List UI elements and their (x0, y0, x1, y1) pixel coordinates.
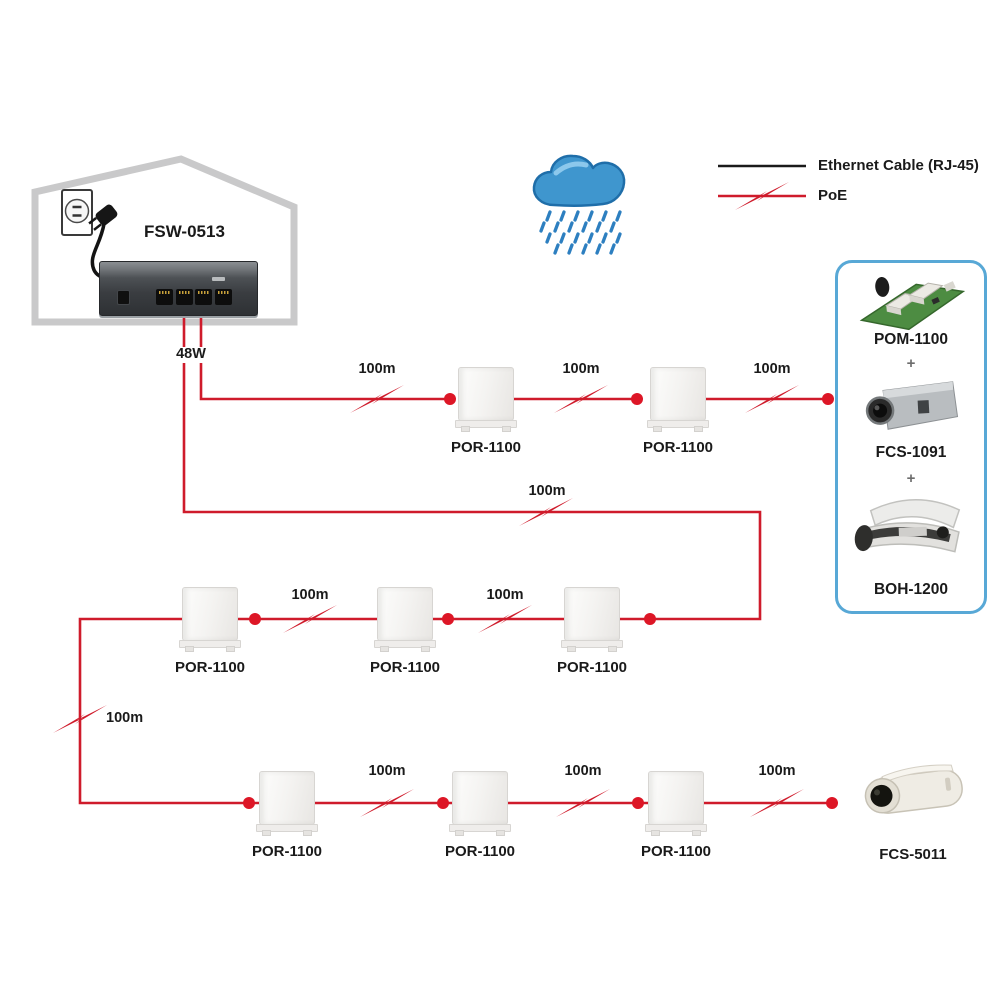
por-1100-image (458, 367, 514, 421)
connection-dot (826, 797, 838, 809)
poe-run-row1-a (199, 312, 452, 401)
poe-cables (78, 312, 832, 805)
connection-dot (631, 393, 643, 405)
legend-ethernet-label: Ethernet Cable (RJ-45) (818, 157, 979, 174)
por-1100-image (648, 771, 704, 825)
por-1100-image (377, 587, 433, 641)
distance-label: 100m (365, 763, 409, 780)
device-por-1100: POR-1100 (360, 587, 450, 677)
camera-kit-box: POM-1100 + FCS-1091 + BOH- (835, 260, 987, 614)
distance-label: 100m (561, 763, 605, 780)
device-fcs-5011: FCS-5011 (851, 758, 975, 864)
connection-dot (442, 613, 454, 625)
device-por-1100: POR-1100 (631, 771, 721, 861)
fcs-1091-image (865, 381, 959, 430)
distance-label: 100m (525, 483, 569, 500)
ethernet-port (214, 289, 232, 305)
device-por-1100: POR-1100 (633, 367, 723, 457)
device-label: POR-1100 (450, 439, 522, 456)
power-jack (117, 290, 130, 305)
kit-item-label: BOH-1200 (873, 581, 949, 598)
por-1100-image (564, 587, 620, 641)
connection-dot (822, 393, 834, 405)
distance-label: 100m (483, 587, 527, 604)
fcs-5011-image (864, 764, 963, 814)
device-label: POR-1100 (640, 843, 712, 860)
poe-switch-image (99, 261, 258, 316)
ethernet-port (175, 289, 193, 305)
ethernet-port (195, 289, 212, 305)
device-label: POR-1100 (369, 659, 441, 676)
kit-item-label: POM-1100 (873, 331, 949, 348)
distance-label: 100m (288, 587, 332, 604)
rain-drops (539, 210, 622, 255)
distance-label: 100m (755, 763, 799, 780)
poe-run-long (182, 312, 762, 621)
device-label: POR-1100 (642, 439, 714, 456)
distance-label: 100m (559, 361, 603, 378)
device-label: FCS-5011 (879, 846, 947, 863)
device-por-1100: POR-1100 (242, 771, 332, 861)
legend-poe-label: PoE (818, 187, 848, 204)
kit-item-label: FCS-1091 (875, 444, 947, 461)
connection-dot (644, 613, 656, 625)
poe-run-down-left (78, 617, 260, 805)
switch-model-label: FSW-0513 (144, 222, 225, 241)
por-1100-image (650, 367, 706, 421)
device-label: POR-1100 (444, 843, 516, 860)
plus-sign: + (906, 470, 916, 487)
por-1100-base (561, 640, 623, 652)
connection-dot (632, 797, 644, 809)
device-label: POR-1100 (174, 659, 246, 676)
device-label: POR-1100 (251, 843, 323, 860)
device-label: POR-1100 (556, 659, 628, 676)
boh-1200-image (854, 499, 961, 553)
device-por-1100: POR-1100 (165, 587, 255, 677)
ethernet-port (156, 289, 173, 305)
pom-1100-image (859, 276, 966, 331)
por-1100-image (452, 771, 508, 825)
ethernet-ports (156, 289, 232, 305)
por-1100-base (455, 420, 517, 432)
por-1100-image (259, 771, 315, 825)
por-1100-image (182, 587, 238, 641)
por-1100-base (449, 824, 511, 836)
distance-label: 100m (355, 361, 399, 378)
por-1100-base (374, 640, 436, 652)
power-budget-label: 48W (173, 346, 209, 363)
connection-dot (243, 797, 255, 809)
connection-dot (249, 613, 261, 625)
por-1100-base (645, 824, 707, 836)
switch-marking (212, 277, 225, 281)
legend-symbols (718, 164, 806, 210)
por-1100-base (647, 420, 709, 432)
distance-label: 100m (750, 361, 794, 378)
power-outlet-icon (61, 189, 93, 236)
rain-cloud-icon (532, 154, 626, 255)
por-1100-base (256, 824, 318, 836)
device-por-1100: POR-1100 (547, 587, 637, 677)
device-por-1100: POR-1100 (441, 367, 531, 457)
power-plug-icon (88, 204, 118, 231)
plus-sign: + (906, 355, 916, 372)
connection-dots (243, 393, 838, 809)
distance-label: 100m (103, 710, 147, 727)
connection-dot (437, 797, 449, 809)
connection-dot (444, 393, 456, 405)
device-por-1100: POR-1100 (435, 771, 525, 861)
por-1100-base (179, 640, 241, 652)
